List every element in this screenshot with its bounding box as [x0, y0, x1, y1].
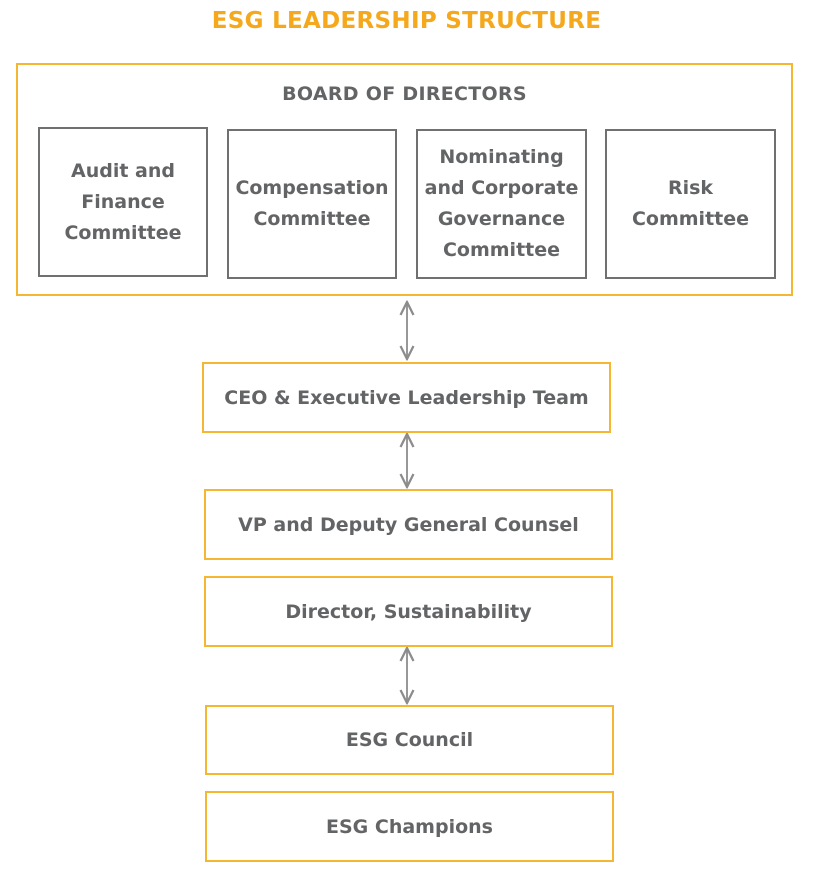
compensation-committee-box: Compensation Committee: [227, 129, 397, 279]
role-label: ESG Champions: [326, 815, 493, 838]
role-label: ESG Council: [345, 729, 474, 751]
committee-label: Compensation Committee: [235, 177, 389, 230]
diagram-title: ESG LEADERSHIP STRUCTURE: [211, 8, 602, 34]
vp-deputy-counsel-box: VP and Deputy General Counsel: [204, 489, 613, 560]
audit-finance-committee-box: Audit and Finance Committee: [38, 127, 208, 277]
board-of-directors-box: BOARD OF DIRECTORS: [16, 63, 793, 296]
role-label: Director, Sustainability: [285, 600, 532, 623]
role-label: VP and Deputy General Counsel: [238, 513, 579, 536]
committee-label: Nominating and Corporate Governance Comm…: [424, 146, 579, 261]
board-title: BOARD OF DIRECTORS: [282, 83, 527, 105]
esg-champions-box: ESG Champions: [205, 791, 614, 862]
risk-committee-box: Risk Committee: [605, 129, 776, 279]
nominating-governance-committee-box: Nominating and Corporate Governance Comm…: [416, 129, 587, 279]
committee-label: Risk Committee: [631, 177, 750, 230]
esg-council-box: ESG Council: [205, 705, 614, 775]
director-sustainability-box: Director, Sustainability: [204, 576, 613, 647]
committee-label: Audit and Finance Committee: [64, 159, 182, 244]
role-label: CEO & Executive Leadership Team: [224, 386, 589, 409]
ceo-executive-team-box: CEO & Executive Leadership Team: [202, 362, 611, 433]
